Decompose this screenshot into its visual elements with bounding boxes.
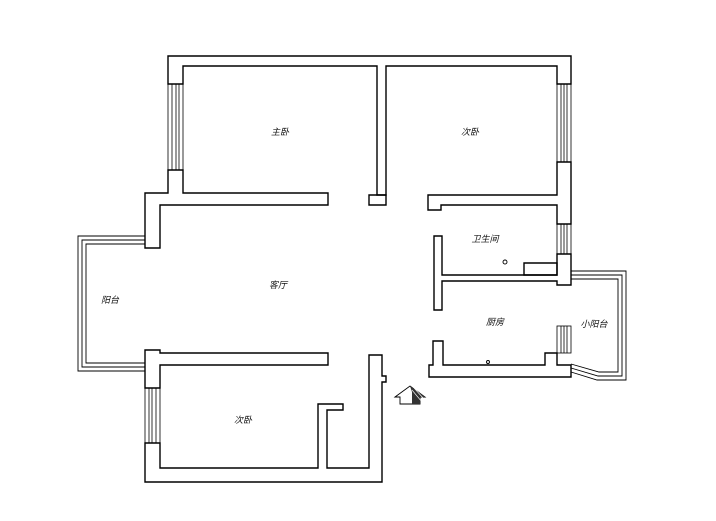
windows (144, 83, 572, 444)
balcony-railing (77, 235, 145, 372)
entrance-arrow-icon (393, 385, 427, 405)
master-bedroom-window (167, 83, 184, 171)
top-wall (167, 55, 572, 196)
label-kitchen: 厨房 (486, 317, 505, 328)
bathroom-left-wall (433, 235, 572, 311)
kitchen-bottom-wall (428, 340, 572, 378)
bottom-bedroom-walls (144, 354, 387, 483)
bottom-bedroom-top-wall (144, 349, 329, 389)
bathroom-fixture (523, 262, 558, 276)
label-second-bedroom-bottom: 次卧 (234, 415, 253, 426)
balcony-railings (77, 235, 627, 381)
second-bedroom-lower-wall (427, 161, 572, 225)
bathroom-drain (502, 259, 508, 265)
label-master-bedroom: 主卧 (271, 127, 290, 138)
label-living-room: 客厅 (269, 280, 289, 291)
label-balcony: 阳台 (101, 295, 120, 306)
small-balcony-railing (570, 270, 627, 381)
room-labels: 主卧 次卧 卫生间 客厅 阳台 厨房 小阳台 次卧 (101, 127, 609, 426)
center-stub (368, 194, 387, 206)
bottom-bedroom-window (144, 387, 161, 444)
kitchen-drain (486, 360, 490, 364)
label-small-balcony: 小阳台 (580, 319, 608, 330)
master-bedroom-lower-wall (144, 169, 329, 249)
label-bathroom: 卫生间 (471, 234, 499, 245)
walls (144, 55, 572, 483)
label-second-bedroom-top: 次卧 (461, 127, 480, 138)
